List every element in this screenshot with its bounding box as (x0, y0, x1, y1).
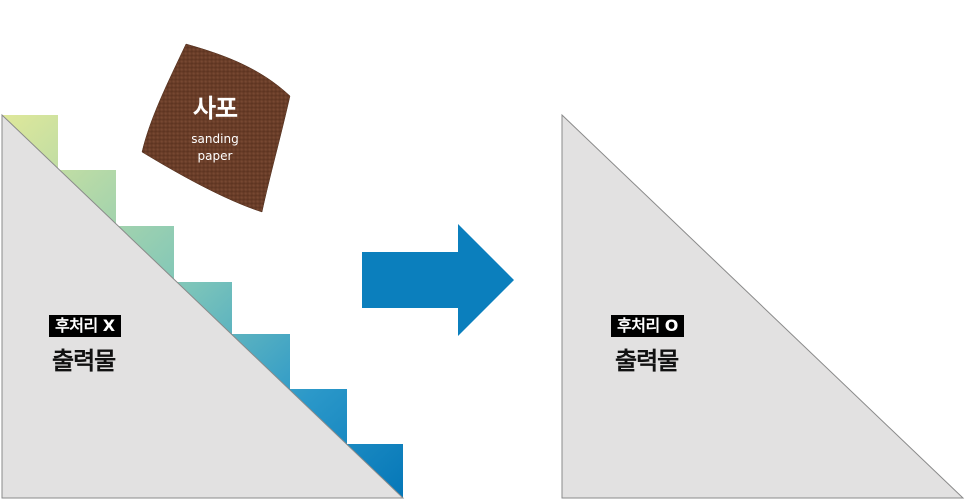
print-triangle-after (561, 113, 965, 499)
sandpaper-title: 사포 (192, 94, 238, 123)
print-triangle-before (1, 113, 405, 499)
sandpaper-icon (141, 43, 291, 213)
after-label: 출력물 (615, 347, 679, 375)
sandpaper-subtitle-line2: paper (197, 149, 233, 163)
right-arrow-icon (362, 224, 514, 336)
before-label: 출력물 (52, 347, 116, 375)
sandpaper-subtitle-line1: sanding (191, 132, 239, 146)
before-badge: 후처리 X (49, 315, 121, 337)
after-badge: 후처리 O (611, 315, 684, 337)
